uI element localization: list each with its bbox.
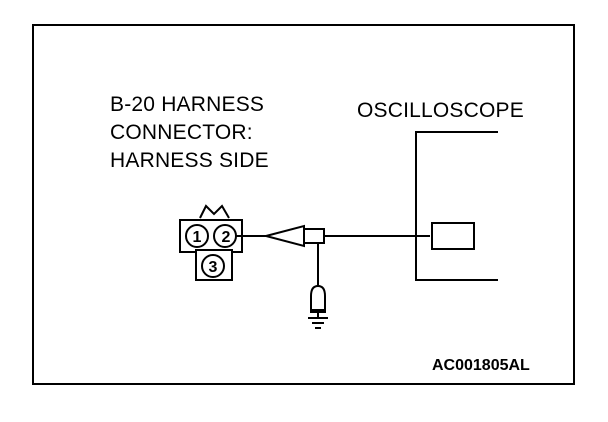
oscilloscope-bracket xyxy=(415,131,498,281)
pin-1-circle xyxy=(185,224,209,248)
connector-label-line-2: CONNECTOR: xyxy=(110,121,253,144)
connector-label-line-1: B-20 HARNESS xyxy=(110,93,265,116)
pin-2-label: 2 xyxy=(222,229,231,246)
probe-body xyxy=(262,224,305,248)
diagram-frame xyxy=(32,24,575,385)
connector-label: B-20 HARNESS CONNECTOR: HARNESS SIDE xyxy=(110,91,269,175)
connector-latch xyxy=(199,204,230,219)
oscilloscope-input xyxy=(431,222,475,250)
oscilloscope-symbol xyxy=(415,131,498,281)
pin-3-label: 3 xyxy=(209,259,218,276)
test-probe xyxy=(236,224,325,248)
oscilloscope-label: OSCILLOSCOPE xyxy=(357,99,524,122)
test-lamp xyxy=(310,243,326,318)
lamp-bulb xyxy=(310,284,326,311)
ground-icon xyxy=(308,317,328,329)
pin-1-label: 1 xyxy=(193,229,202,246)
figure-code: AC001805AL xyxy=(432,357,530,374)
probe-sleeve xyxy=(303,228,325,244)
pin-3-circle xyxy=(201,254,225,278)
connector-label-line-3: HARNESS SIDE xyxy=(110,149,269,172)
